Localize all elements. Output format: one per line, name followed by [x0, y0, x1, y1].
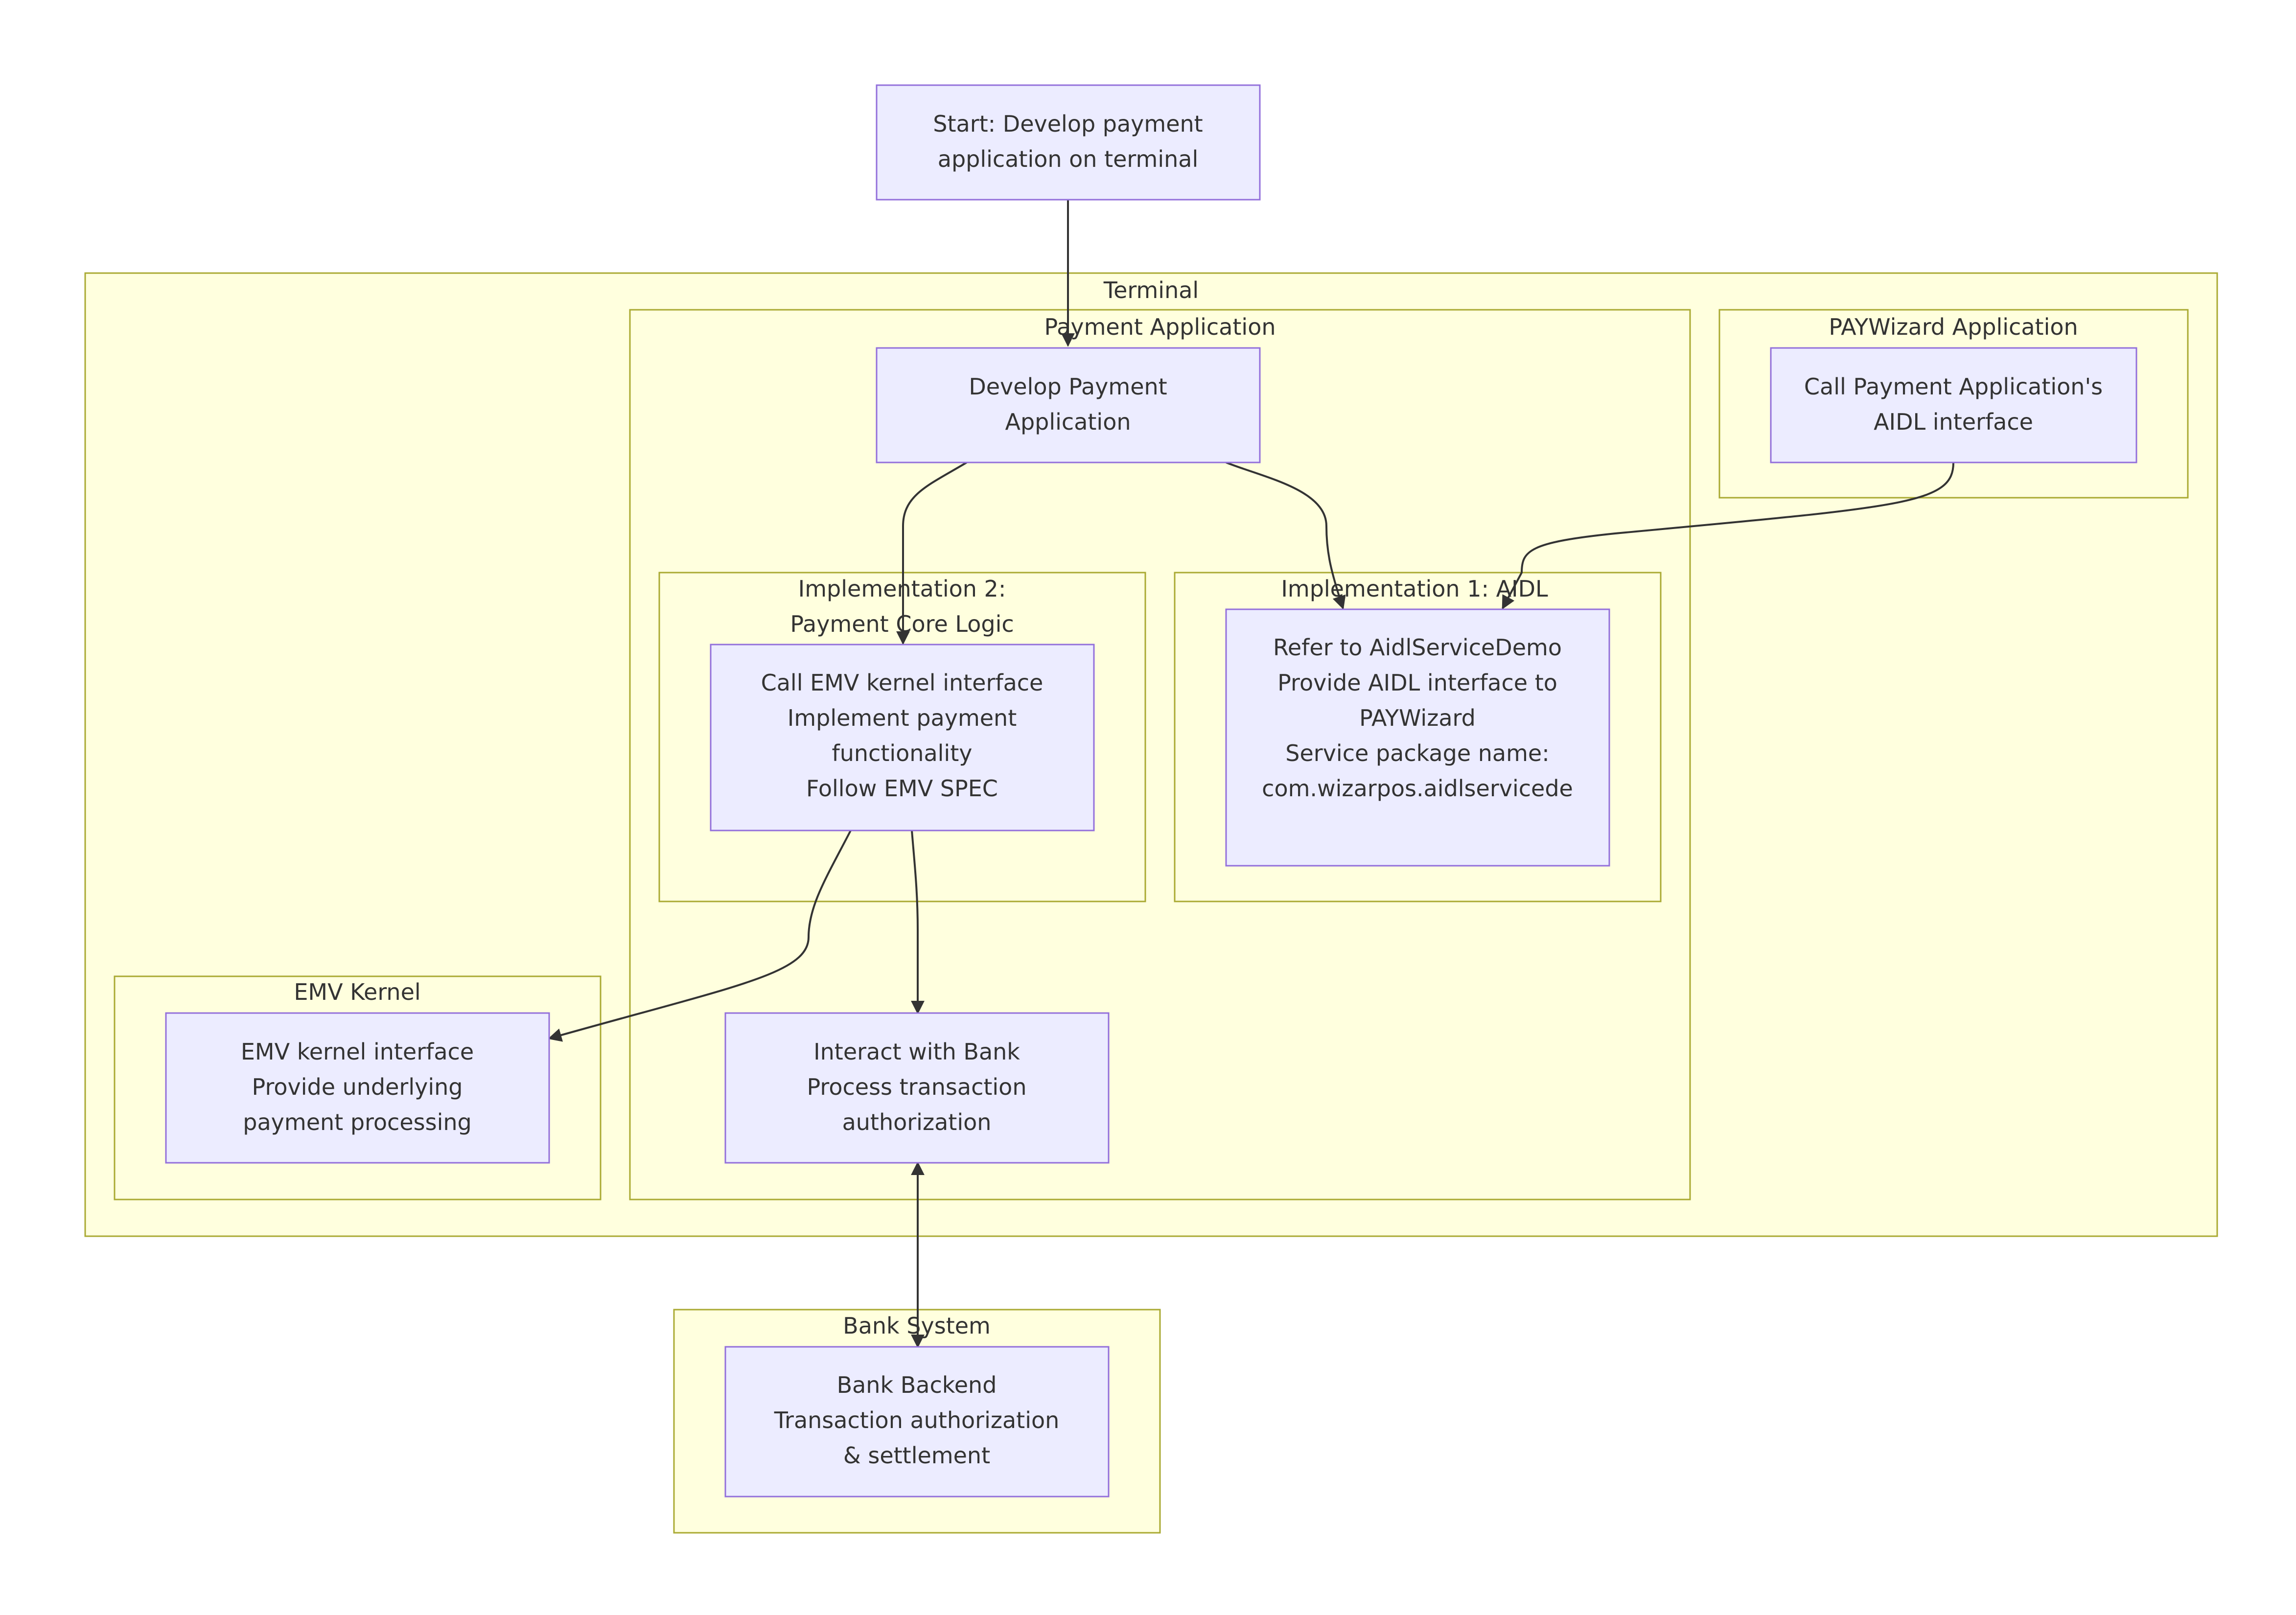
cluster-emv-kernel-label: EMV Kernel — [294, 979, 420, 1005]
node-emv-line-1: EMV kernel interface — [241, 1038, 474, 1065]
cluster-terminal-label: Terminal — [1103, 277, 1199, 303]
node-paywizard-call-line-1: Call Payment Application's — [1804, 373, 2103, 400]
node-impl2-line-4: Follow EMV SPEC — [806, 775, 998, 802]
node-develop-line-1: Develop Payment — [969, 373, 1167, 400]
cluster-paywizard-application-label: PAYWizard Application — [1829, 314, 2078, 340]
edge-develop-to-implementation-1 — [1226, 461, 1346, 610]
node-bank-backend-line-3: & settlement — [843, 1442, 990, 1469]
node-interact-with-bank: Interact with Bank Process transaction a… — [724, 1012, 1110, 1164]
node-impl1-line-4: Service package name: — [1285, 740, 1549, 766]
node-bank-backend-line-1: Bank Backend — [837, 1372, 997, 1398]
node-paywizard-call-line-2: AIDL interface — [1874, 409, 2033, 435]
node-bank-backend: Bank Backend Transaction authorization &… — [724, 1346, 1110, 1498]
node-bank-interact-line-2: Process transaction — [807, 1074, 1027, 1100]
node-develop-payment-application: Develop Payment Application — [876, 347, 1261, 463]
node-impl2-line-3: functionality — [832, 740, 973, 766]
node-start-line-2: application on terminal — [938, 146, 1198, 172]
node-impl2-line-1: Call EMV kernel interface — [761, 669, 1044, 696]
node-start-line-1: Start: Develop payment — [933, 111, 1203, 137]
node-impl2-line-2: Implement payment — [788, 705, 1017, 731]
edge-develop-to-implementation-2 — [896, 461, 968, 645]
node-emv-kernel-interface: EMV kernel interface Provide underlying … — [165, 1012, 550, 1164]
edges — [548, 200, 1954, 1348]
node-impl1-line-5: com.wizarpos.aidlservicede — [1262, 775, 1573, 802]
node-implementation-2: Call EMV kernel interface Implement paym… — [710, 644, 1095, 831]
node-start: Start: Develop payment application on te… — [876, 84, 1261, 201]
node-implementation-1: Refer to AidlServiceDemo Provide AIDL in… — [1225, 608, 1610, 867]
node-emv-line-2: Provide underlying — [252, 1074, 463, 1100]
node-impl1-line-3: PAYWizard — [1359, 705, 1476, 731]
node-bank-backend-line-2: Transaction authorization — [774, 1407, 1060, 1433]
node-bank-interact-line-3: authorization — [842, 1109, 992, 1135]
cluster-payment-application-label: Payment Application — [1044, 314, 1276, 340]
edge-paywizard-to-implementation-1 — [1502, 462, 1954, 610]
edge-implementation-2-to-emv-kernel — [548, 830, 852, 1042]
node-bank-interact-line-1: Interact with Bank — [813, 1038, 1020, 1065]
node-develop-line-2: Application — [1005, 409, 1131, 435]
node-impl1-line-2: Provide AIDL interface to — [1277, 669, 1557, 696]
node-impl1-line-1: Refer to AidlServiceDemo — [1273, 634, 1562, 661]
node-emv-line-3: payment processing — [243, 1109, 471, 1135]
edge-implementation-2-to-bank-interaction — [911, 830, 925, 1015]
node-paywizard-call: Call Payment Application's AIDL interfac… — [1770, 347, 2137, 463]
